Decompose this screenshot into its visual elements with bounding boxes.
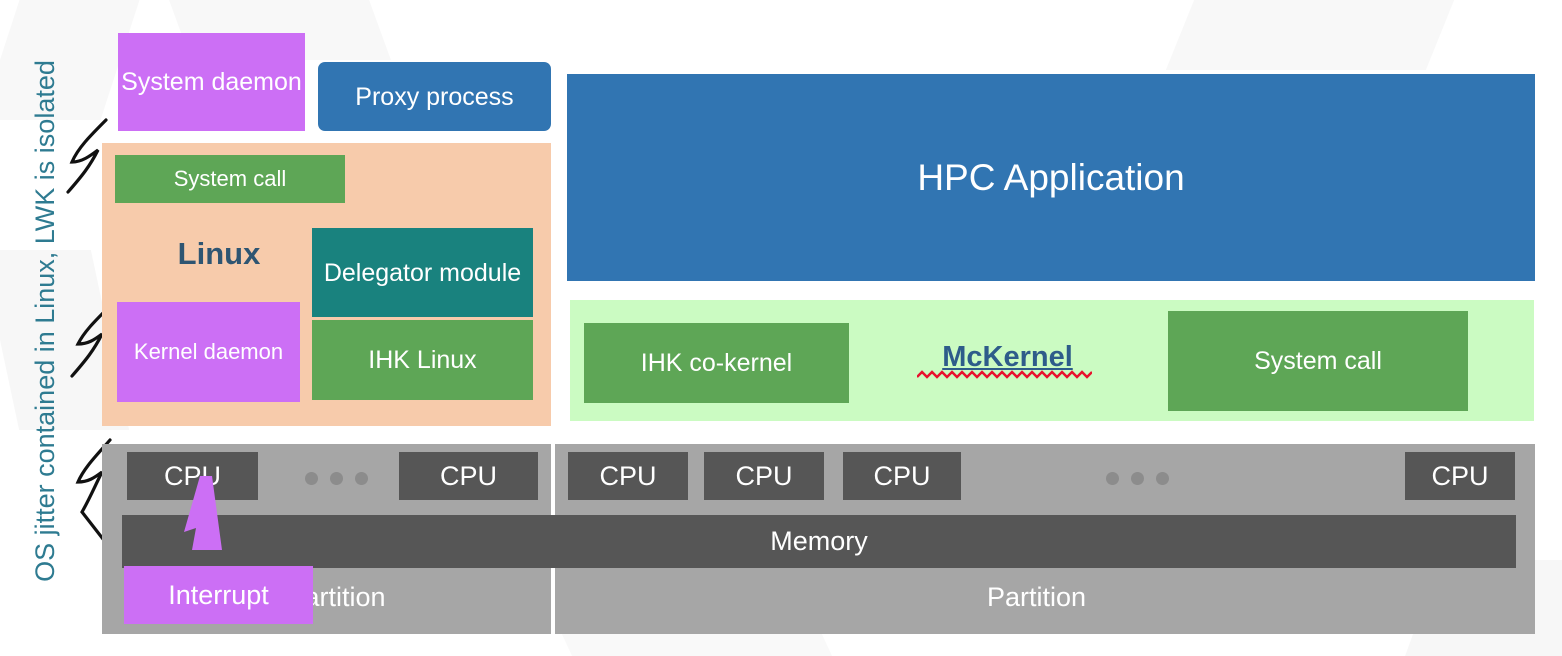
ellipsis-dot [1131,472,1144,485]
kernel-daemon-box[interactable]: Kernel daemon [117,302,300,402]
background-watermark-3 [1165,0,1455,70]
cpu-box[interactable]: CPU [1405,452,1515,500]
hpc-application-box[interactable]: HPC Application [567,74,1535,281]
cpu-box[interactable]: CPU [843,452,961,500]
cpu-box[interactable]: CPU [704,452,824,500]
cpu-box[interactable]: CPU [399,452,538,500]
spellcheck-squiggle-icon [917,370,1092,379]
cpu-ellipsis [1106,472,1169,485]
mckernel-system-call-box[interactable]: System call [1168,311,1468,411]
ellipsis-dot [355,472,368,485]
delegator-module-box[interactable]: Delegator module [312,228,533,317]
linux-system-call-box[interactable]: System call [115,155,345,203]
ihk-cokernel-box[interactable]: IHK co-kernel [584,323,849,403]
brace-pointers-icon [66,118,126,568]
partition-right-label: Partition [986,581,1087,612]
interrupt-callout[interactable]: Interrupt [124,566,313,624]
ellipsis-dot [330,472,343,485]
memory-bar: Memory [122,515,1516,568]
ihk-linux-box[interactable]: IHK Linux [312,320,533,400]
ellipsis-dot [1156,472,1169,485]
mckernel-label: McKernel [942,340,1073,373]
proxy-process-box[interactable]: Proxy process [318,62,551,131]
ellipsis-dot [1106,472,1119,485]
interrupt-arrow-icon [184,476,222,550]
cpu-ellipsis [305,472,368,485]
linux-panel-label: Linux [177,235,261,271]
ellipsis-dot [305,472,318,485]
cpu-box[interactable]: CPU [127,452,258,500]
cpu-box[interactable]: CPU [568,452,688,500]
system-daemon-box[interactable]: System daemon [118,33,305,131]
